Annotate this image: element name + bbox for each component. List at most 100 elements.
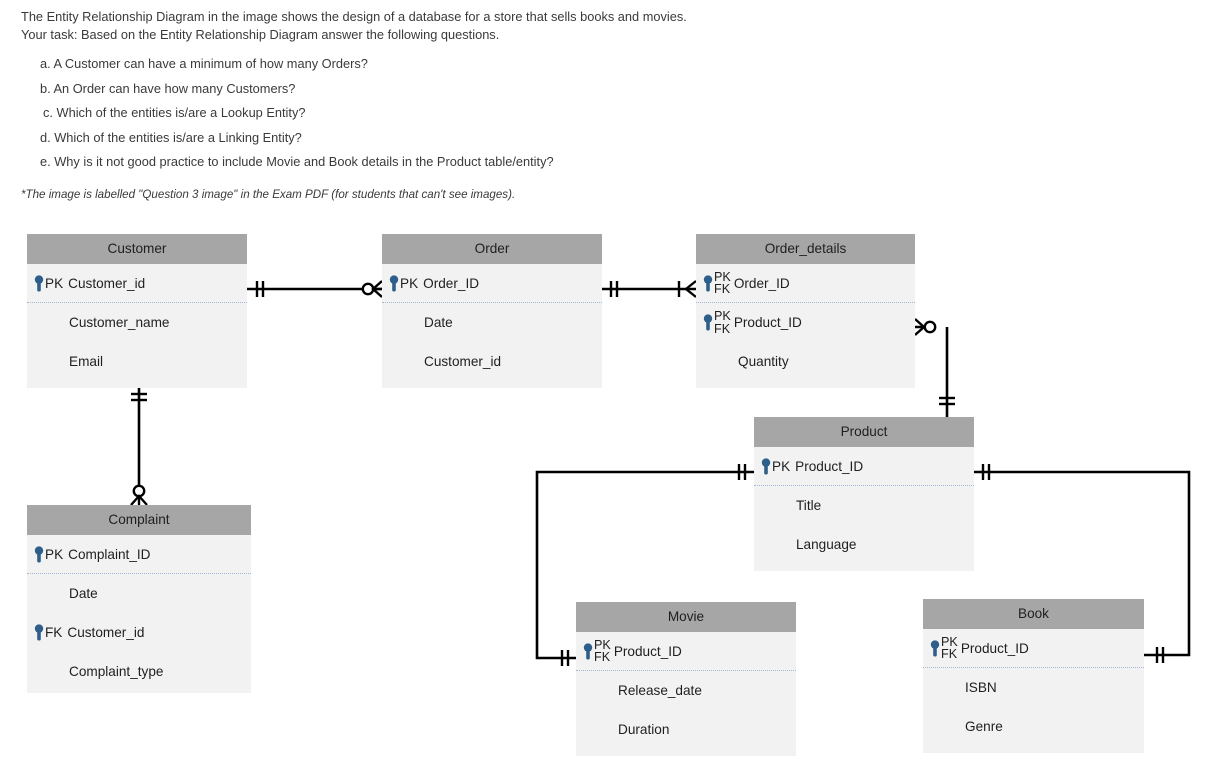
entity-customer-title: Customer (27, 234, 247, 264)
attribute-row[interactable]: ISBN (923, 668, 1144, 707)
entity-complaint-attributes: PK Complaint_ID Date FK Customer_id Comp… (27, 535, 251, 691)
key-tag: PK (34, 274, 68, 292)
primary-foreign-key-icon (703, 274, 713, 291)
attribute-name: Title (796, 498, 822, 513)
entity-order[interactable]: Order PK Order_ID Date Customer_id (382, 234, 602, 388)
attribute-name: Customer_name (69, 315, 170, 330)
attribute-row[interactable]: PK Product_ID (754, 447, 974, 486)
attribute-name: Customer_id (68, 275, 146, 291)
attribute-name: Genre (965, 719, 1003, 734)
entity-product-attributes: PK Product_ID Title Language (754, 447, 974, 564)
primary-key-icon (389, 274, 399, 291)
question-item-b: b. An Order can have how many Customers? (40, 80, 296, 96)
attribute-row[interactable]: FK Customer_id (27, 613, 251, 652)
question-item-a: a. A Customer can have a minimum of how … (40, 56, 368, 71)
attribute-name: Release_date (618, 683, 702, 698)
attribute-row[interactable]: Duration (576, 710, 796, 749)
entity-product-title: Product (754, 417, 974, 447)
attribute-row[interactable]: Date (27, 574, 251, 613)
attribute-name: Date (424, 315, 453, 330)
entity-order-title: Order (382, 234, 602, 264)
question-item-e: e. Why is it not good practice to includ… (40, 154, 554, 170)
entity-complaint[interactable]: Complaint PK Complaint_ID Date (27, 505, 251, 693)
attribute-row[interactable]: Customer_id (382, 342, 602, 381)
entity-customer[interactable]: Customer PK Customer_id Customer_name Em… (27, 234, 247, 388)
key-type-label: PK (45, 546, 64, 562)
key-type-label: FK (45, 625, 63, 640)
attribute-name: Customer_id (424, 354, 502, 369)
key-tag: PK (34, 545, 68, 563)
key-type-label: PK (400, 275, 419, 291)
foreign-key-icon (34, 624, 44, 641)
attribute-name: Email (69, 354, 103, 369)
prompt-footnote: *The image is labelled "Question 3 image… (21, 187, 516, 201)
attribute-name: Order_ID (423, 275, 480, 291)
attribute-name: Duration (618, 722, 670, 737)
attribute-row[interactable]: Email (27, 342, 247, 381)
primary-key-icon (761, 457, 771, 474)
attribute-row[interactable]: Complaint_type (27, 652, 251, 691)
attribute-name: Language (796, 537, 857, 552)
intro-line-2: Your task: Based on the Entity Relations… (21, 27, 500, 42)
attribute-row[interactable]: Genre (923, 707, 1144, 746)
attribute-name: Product_ID (733, 315, 802, 330)
key-tag: PK (389, 274, 423, 292)
attribute-name: Order_ID (733, 275, 790, 291)
primary-foreign-key-icon (930, 639, 940, 656)
attribute-row[interactable]: PK Complaint_ID (27, 535, 251, 574)
attribute-row[interactable]: Quantity (696, 342, 915, 381)
entity-product[interactable]: Product PK Product_ID Title Language (754, 417, 974, 571)
primary-foreign-key-icon (703, 314, 713, 331)
entity-order-details-title: Order_details (696, 234, 915, 264)
primary-key-icon (34, 274, 44, 291)
primary-foreign-key-icon (583, 642, 593, 659)
attribute-row[interactable]: Release_date (576, 671, 796, 710)
entity-order-attributes: PK Order_ID Date Customer_id (382, 264, 602, 381)
attribute-name: Product_ID (613, 643, 682, 659)
attribute-name: Customer_id (67, 625, 145, 640)
attribute-name: Complaint_type (69, 664, 164, 679)
attribute-row[interactable]: Date (382, 303, 602, 342)
key-type-label: PK (45, 275, 64, 291)
primary-key-icon (34, 545, 44, 562)
entity-customer-attributes: PK Customer_id Customer_name Email (27, 264, 247, 381)
attribute-name: Product_ID (795, 458, 864, 474)
entity-book-title: Book (923, 599, 1144, 629)
question-item-d: d. Which of the entities is/are a Linkin… (40, 129, 302, 145)
attribute-row[interactable]: Language (754, 525, 974, 564)
attribute-row[interactable]: PK Order_ID (382, 264, 602, 303)
attribute-name: Product_ID (960, 640, 1029, 656)
key-type-label: PK (772, 458, 791, 474)
question-item-c: c. Which of the entities is/are a Lookup… (43, 105, 306, 121)
key-tag: FK (34, 624, 67, 641)
entity-movie-title: Movie (576, 602, 796, 632)
question-prompt-block: The Entity Relationship Diagram in the i… (21, 8, 1171, 201)
attribute-name: Complaint_ID (68, 546, 151, 562)
attribute-name: Quantity (738, 354, 789, 369)
attribute-row[interactable]: Title (754, 486, 974, 525)
attribute-row[interactable]: PK Customer_id (27, 264, 247, 303)
key-tag: PK (761, 457, 795, 475)
attribute-name: ISBN (965, 680, 997, 695)
attribute-row[interactable]: Customer_name (27, 303, 247, 342)
attribute-name: Date (69, 586, 98, 601)
